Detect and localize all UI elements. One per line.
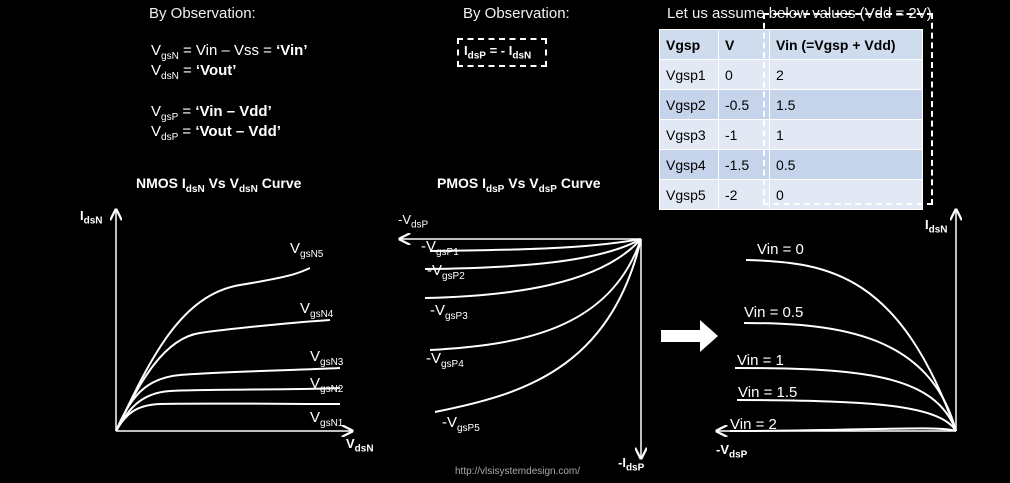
- pmos-curve-2: [424, 238, 642, 270]
- nmos-y-axis-label: IdsN: [80, 208, 103, 227]
- nmos-curve-2: [115, 387, 341, 432]
- footer-url[interactable]: http://vlsisystemdesign.com/: [455, 466, 581, 477]
- nmos-curve-label: VgsN2: [310, 375, 344, 395]
- nmos-curve-1: [115, 402, 341, 432]
- table-header-row: Vgsp V Vin (=Vgsp + Vdd): [659, 29, 923, 60]
- nmos-curve-5: [115, 267, 311, 432]
- vin-y-axis-label: IdsN: [925, 217, 948, 236]
- pmos-curve-label: -VgsP3: [430, 302, 468, 322]
- pmos-curve-4: [429, 238, 642, 351]
- vin-curve-label: Vin = 1.5: [738, 384, 798, 401]
- table-cell: 1.5: [769, 89, 923, 120]
- vin-curve-0: [745, 259, 957, 432]
- table-row: Vgsp5 -2 0: [659, 179, 923, 210]
- table-cell: -1: [718, 119, 770, 150]
- table-cell: Vgsp3: [659, 119, 719, 150]
- values-table: Vgsp V Vin (=Vgsp + Vdd) Vgsp1 0 2 Vgsp2…: [659, 29, 923, 210]
- table-cell: Vgsp4: [659, 149, 719, 180]
- table-cell: -1.5: [718, 149, 770, 180]
- nmos-curve-label: VgsN3: [310, 348, 344, 368]
- table-cell: 1: [769, 119, 923, 150]
- pmos-curve-label: -VgsP5: [442, 414, 480, 434]
- table-row: Vgsp4 -1.5 0.5: [659, 149, 923, 180]
- pmos-curve-label: -VgsP2: [427, 262, 465, 282]
- nmos-chart-title: NMOS IdsN Vs VdsN Curve: [136, 175, 302, 195]
- left-heading: By Observation:: [149, 5, 256, 22]
- middle-heading: By Observation:: [463, 5, 570, 22]
- table-row: Vgsp2 -0.5 1.5: [659, 89, 923, 120]
- vin-x-axis-label: -VdsP: [716, 442, 748, 461]
- nmos-x-axis-label: VdsN: [346, 436, 374, 455]
- eq-vgsp: VgsP = ‘Vin – Vdd’: [151, 103, 272, 123]
- vin-curve-1.5: [736, 399, 957, 432]
- pmos-x-axis-label: -VdsP: [398, 212, 429, 231]
- eq-vdsp: VdsP = ‘Vout – Vdd’: [151, 123, 281, 143]
- table-cell: 0: [718, 59, 770, 90]
- table-row: Vgsp3 -1 1: [659, 119, 923, 150]
- current-relation: IdsP = - IdsN: [464, 43, 532, 62]
- current-relation-box: IdsP = - IdsN: [457, 38, 547, 67]
- pmos-curve-5: [434, 238, 642, 413]
- nmos-curve-label: VgsN4: [300, 300, 334, 320]
- vin-curve-0.5: [743, 322, 957, 432]
- nmos-curve-3: [115, 367, 341, 432]
- vin-curve-label: Vin = 1: [737, 352, 784, 369]
- table-cell: Vgsp5: [659, 179, 719, 210]
- vin-curve-2: [729, 427, 957, 432]
- eq-vdsn: VdsN = ‘Vout’: [151, 62, 237, 82]
- nmos-curve-label: VgsN1: [310, 409, 344, 429]
- pmos-y-axis-label: -IdsP: [618, 455, 645, 474]
- nmos-curve-label: VgsN5: [290, 240, 324, 260]
- pmos-curve-label: -VgsP4: [426, 350, 464, 370]
- table-header: Vin (=Vgsp + Vdd): [769, 29, 923, 60]
- vin-curve-label: Vin = 2: [730, 416, 777, 433]
- vin-curve-label: Vin = 0: [757, 241, 804, 258]
- pmos-curve-1: [429, 238, 642, 252]
- pmos-curve-3: [424, 238, 642, 299]
- table-header: V: [718, 29, 770, 60]
- right-arrow-icon: [661, 320, 718, 352]
- eq-vgsn: VgsN = Vin – Vss = ‘Vin’: [151, 42, 308, 62]
- pmos-curve-label: -VgsP1: [421, 238, 459, 258]
- table-cell: 2: [769, 59, 923, 90]
- pmos-chart-title: PMOS IdsP Vs VdsP Curve: [437, 175, 601, 195]
- vin-curve-label: Vin = 0.5: [744, 304, 804, 321]
- values-table-wrap: Vgsp V Vin (=Vgsp + Vdd) Vgsp1 0 2 Vgsp2…: [659, 29, 923, 210]
- vin-curve-1: [734, 367, 957, 432]
- table-cell: 0.5: [769, 149, 923, 180]
- nmos-curve-4: [115, 319, 331, 432]
- vin-column-highlight: [763, 13, 933, 205]
